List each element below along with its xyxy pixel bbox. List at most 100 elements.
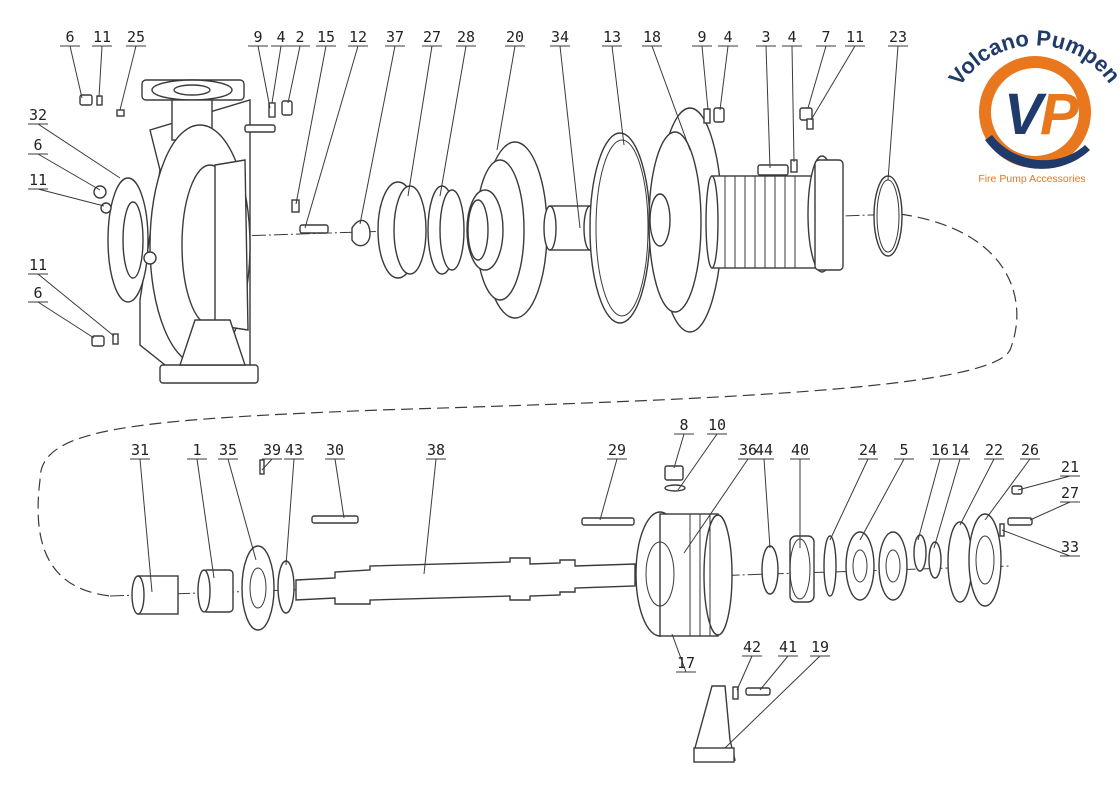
impeller	[466, 141, 548, 319]
callout-number: 1	[192, 441, 201, 459]
callout-leader	[261, 458, 273, 471]
callout-leader	[37, 188, 105, 207]
callout-number: 27	[423, 28, 441, 46]
callout-leader	[196, 458, 215, 579]
callout-leader	[887, 45, 899, 181]
callout-number: 13	[603, 28, 621, 46]
callout-number: 8	[679, 416, 688, 434]
callout-number: 23	[889, 28, 907, 46]
pump-shaft	[295, 557, 636, 605]
callout-number: 22	[985, 441, 1003, 459]
logo-monogram-p: P	[1040, 82, 1079, 147]
support-foot	[693, 685, 736, 763]
callout-leader	[37, 301, 95, 339]
callout-leader	[763, 458, 771, 549]
bearing-rear	[845, 531, 908, 601]
callout-leader	[439, 45, 467, 197]
callout-number: 3	[761, 28, 770, 46]
callout-number: 16	[931, 441, 949, 459]
callout-leader	[423, 458, 437, 575]
callout-number: 26	[1021, 441, 1039, 459]
callout-leader	[559, 45, 581, 229]
pump-casing	[139, 79, 259, 384]
callout-number: 34	[551, 28, 569, 46]
callout-number: 42	[743, 638, 761, 656]
studs-top	[244, 100, 329, 234]
logo-inner-disc	[991, 68, 1079, 156]
callout-number: 4	[787, 28, 796, 46]
callout-leader	[407, 45, 433, 197]
callout-number: 25	[127, 28, 145, 46]
mechanical-seal-rotating	[197, 569, 234, 613]
callout-leader	[227, 458, 257, 561]
callout-leader	[287, 45, 301, 104]
callout-number: 7	[821, 28, 830, 46]
callout-leader	[271, 45, 282, 104]
callout-number: 4	[723, 28, 732, 46]
bearing-bracket	[705, 155, 844, 273]
callout-number: 40	[791, 441, 809, 459]
callout-number: 27	[1061, 484, 1079, 502]
callout-number: 11	[846, 28, 864, 46]
o-ring-top	[873, 175, 903, 257]
callout-number: 6	[33, 284, 42, 302]
callout-number: 17	[677, 654, 695, 672]
callout-number: 35	[219, 441, 237, 459]
callout-leader	[701, 45, 709, 111]
callout-leader	[791, 45, 795, 163]
oil-plug	[664, 465, 686, 492]
callout-number: 6	[65, 28, 74, 46]
wear-ring-back	[427, 185, 465, 275]
callout-number: 21	[1061, 458, 1079, 476]
callout-number: 36	[739, 441, 757, 459]
callout-number: 44	[755, 441, 773, 459]
callout-number: 29	[608, 441, 626, 459]
callout-number: 9	[253, 28, 262, 46]
lock-nut	[928, 541, 942, 579]
callout-leader	[959, 458, 995, 526]
wear-ring-front	[377, 181, 427, 279]
callout-number: 11	[93, 28, 111, 46]
callout-number: 18	[643, 28, 661, 46]
callout-leader	[98, 45, 103, 98]
gland-o-ring	[277, 560, 295, 614]
callout-leader	[295, 45, 327, 205]
callout-leader	[917, 458, 941, 541]
callout-number: 11	[29, 171, 47, 189]
hardware-nuts-top-left	[79, 94, 125, 347]
callout-leader	[719, 45, 729, 111]
callout-leader	[933, 458, 961, 549]
callout-leader	[807, 45, 827, 109]
callout-number: 4	[276, 28, 285, 46]
volcano-pumpen-logo: Volcano Pumpen V P Fire Pump Accessories	[944, 25, 1120, 185]
seal-gland	[241, 545, 275, 631]
callout-number: 15	[317, 28, 335, 46]
callout-leader	[724, 655, 821, 749]
callout-number: 33	[1061, 538, 1079, 556]
bearing-end-cover	[968, 513, 1002, 607]
callout-number: 38	[427, 441, 445, 459]
callout-leader	[829, 458, 869, 541]
retaining-ring	[823, 535, 837, 597]
callout-number: 12	[349, 28, 367, 46]
callout-leader	[69, 45, 83, 99]
bearing-housing	[635, 511, 733, 637]
callout-leader	[984, 458, 1031, 521]
callout-leader	[611, 45, 625, 146]
callout-leader	[359, 45, 396, 225]
callout-number: 20	[506, 28, 524, 46]
callout-leader	[765, 45, 771, 169]
washer	[732, 686, 739, 700]
callout-leader	[736, 655, 753, 691]
bearing-front	[789, 535, 815, 603]
callout-leader	[285, 458, 295, 566]
callout-number: 43	[285, 441, 303, 459]
callout-number: 41	[779, 638, 797, 656]
callout-leader	[496, 45, 516, 151]
callout-leader	[1029, 501, 1071, 521]
impeller-nut	[351, 219, 371, 247]
callout-number: 37	[386, 28, 404, 46]
callout-leader	[651, 45, 691, 151]
callout-leader	[1001, 529, 1071, 557]
